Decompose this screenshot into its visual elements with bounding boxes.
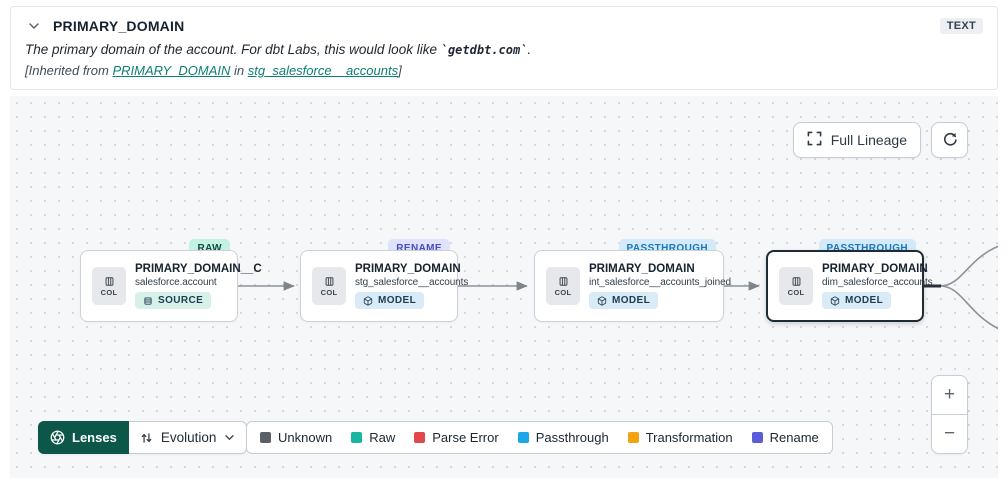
full-lineage-label: Full Lineage [830,132,907,148]
column-icon: COL [546,267,580,305]
resource-type-badge: MODEL [822,292,892,309]
column-icon: COL [779,267,813,305]
model-cube-icon [363,295,373,306]
chevron-down-icon [225,435,235,440]
zoom-in-button[interactable]: + [932,376,967,414]
lens-selected-label: Evolution [160,430,217,445]
model-cube-icon [597,295,607,306]
legend-item: Raw [351,430,395,445]
inherited-from-line: [Inherited from PRIMARY_DOMAIN in stg_sa… [25,63,983,78]
col-label: COL [320,287,338,297]
node-subtitle: salesforce.account [135,277,217,288]
node-body: PRIMARY_DOMAIN int_salesforce__accounts_… [589,263,731,309]
col-label: COL [100,287,118,297]
legend-item: Passthrough [517,430,609,445]
col-label: COL [787,287,805,297]
zoom-controls: + − [931,375,968,454]
resource-type-label: MODEL [378,295,417,306]
node-subtitle: dim_salesforce_accounts [822,277,933,288]
node-title: PRIMARY_DOMAIN [355,263,461,275]
lenses-control: Lenses Evolution [38,421,248,454]
inherited-column-link[interactable]: PRIMARY_DOMAIN [112,63,231,78]
zoom-out-button[interactable]: − [932,415,967,453]
lens-legend: Unknown Raw Parse Error Passthrough Tran… [246,421,833,454]
column-icon: COL [92,267,126,305]
node-subtitle: int_salesforce__accounts_joined [589,277,731,288]
aperture-icon [50,430,65,445]
legend-item: Parse Error [414,430,499,445]
inherited-model-link[interactable]: stg_salesforce__accounts [247,63,399,78]
model-cube-icon [830,295,840,306]
lineage-node-salesforce-account: RAW COL PRIMARY_DOMAIN__C salesforce.acc… [80,239,262,322]
resource-type-label: MODEL [612,295,651,306]
column-type-badge: TEXT [939,18,983,34]
metadata-header-row: PRIMARY_DOMAIN TEXT [25,15,983,37]
node-body: PRIMARY_DOMAIN__C salesforce.account SOU… [135,263,262,309]
lineage-canvas[interactable]: Full Lineage RAW COL PRIMARY_DOMAIN__C [10,96,998,478]
node-title: PRIMARY_DOMAIN__C [135,263,262,275]
inherited-prefix: [Inherited from [25,63,113,78]
chevron-down-icon[interactable] [25,17,43,35]
column-icon: COL [312,267,346,305]
legend-swatch [627,432,639,443]
node-card-selected[interactable]: COL PRIMARY_DOMAIN dim_salesforce_accoun… [766,250,933,322]
lens-select-evolution[interactable]: Evolution [128,421,248,454]
column-metadata-card: PRIMARY_DOMAIN TEXT The primary domain o… [10,6,998,90]
legend-label: Parse Error [432,430,499,445]
refresh-icon [942,131,958,150]
legend-label: Unknown [278,430,333,445]
legend-swatch [351,432,363,443]
node-body: PRIMARY_DOMAIN dim_salesforce_accounts M… [822,263,933,309]
node-body: PRIMARY_DOMAIN stg_salesforce__accounts … [355,263,469,309]
column-description: The primary domain of the account. For d… [25,42,983,57]
inherited-middle: in [230,63,248,78]
lineage-node-dim-salesforce-accounts: PASSTHROUGH COL PRIMARY_DOMAIN dim_sales… [766,239,933,322]
inherited-suffix: ] [398,63,402,78]
legend-label: Transformation [645,430,733,445]
node-subtitle: stg_salesforce__accounts [355,277,469,288]
description-code: `getdbt.com` [440,43,528,57]
legend-label: Passthrough [535,430,609,445]
legend-swatch [414,432,426,443]
lineage-node-stg-salesforce-accounts: RENAME COL PRIMARY_DOMAIN stg_salesforce… [300,239,469,322]
lenses-label: Lenses [72,430,117,445]
description-text: The primary domain of the account. For d… [25,42,441,57]
legend-swatch [751,432,763,443]
node-title: PRIMARY_DOMAIN [589,263,695,275]
resource-type-badge: MODEL [589,292,659,309]
resource-type-badge: SOURCE [135,292,212,309]
refresh-button[interactable] [931,122,968,158]
full-lineage-button[interactable]: Full Lineage [792,122,921,158]
divider [932,414,967,415]
resource-type-label: MODEL [845,295,884,306]
legend-item: Rename [751,430,819,445]
lineage-node-int-salesforce-accounts-joined: PASSTHROUGH COL PRIMARY_DOMAIN int_sales… [534,239,731,322]
description-suffix: . [527,42,532,57]
lenses-button[interactable]: Lenses [38,421,129,454]
resource-type-badge: MODEL [355,292,425,309]
legend-label: Raw [369,430,396,445]
legend-swatch [517,432,529,443]
legend-swatch [260,432,271,443]
legend-label: Rename [769,430,819,445]
arrows-up-down-icon [141,432,152,443]
legend-item: Transformation [627,430,733,445]
col-label: COL [554,287,572,297]
expand-icon [807,131,822,149]
source-table-icon [144,296,152,305]
resource-type-label: SOURCE [158,295,204,306]
page-title: PRIMARY_DOMAIN [53,18,185,34]
legend-item: Unknown [260,430,332,445]
node-card[interactable]: COL PRIMARY_DOMAIN__C salesforce.account… [80,250,262,322]
node-card[interactable]: COL PRIMARY_DOMAIN int_salesforce__accou… [534,250,731,322]
node-card[interactable]: COL PRIMARY_DOMAIN stg_salesforce__accou… [300,250,469,322]
node-title: PRIMARY_DOMAIN [822,263,928,275]
